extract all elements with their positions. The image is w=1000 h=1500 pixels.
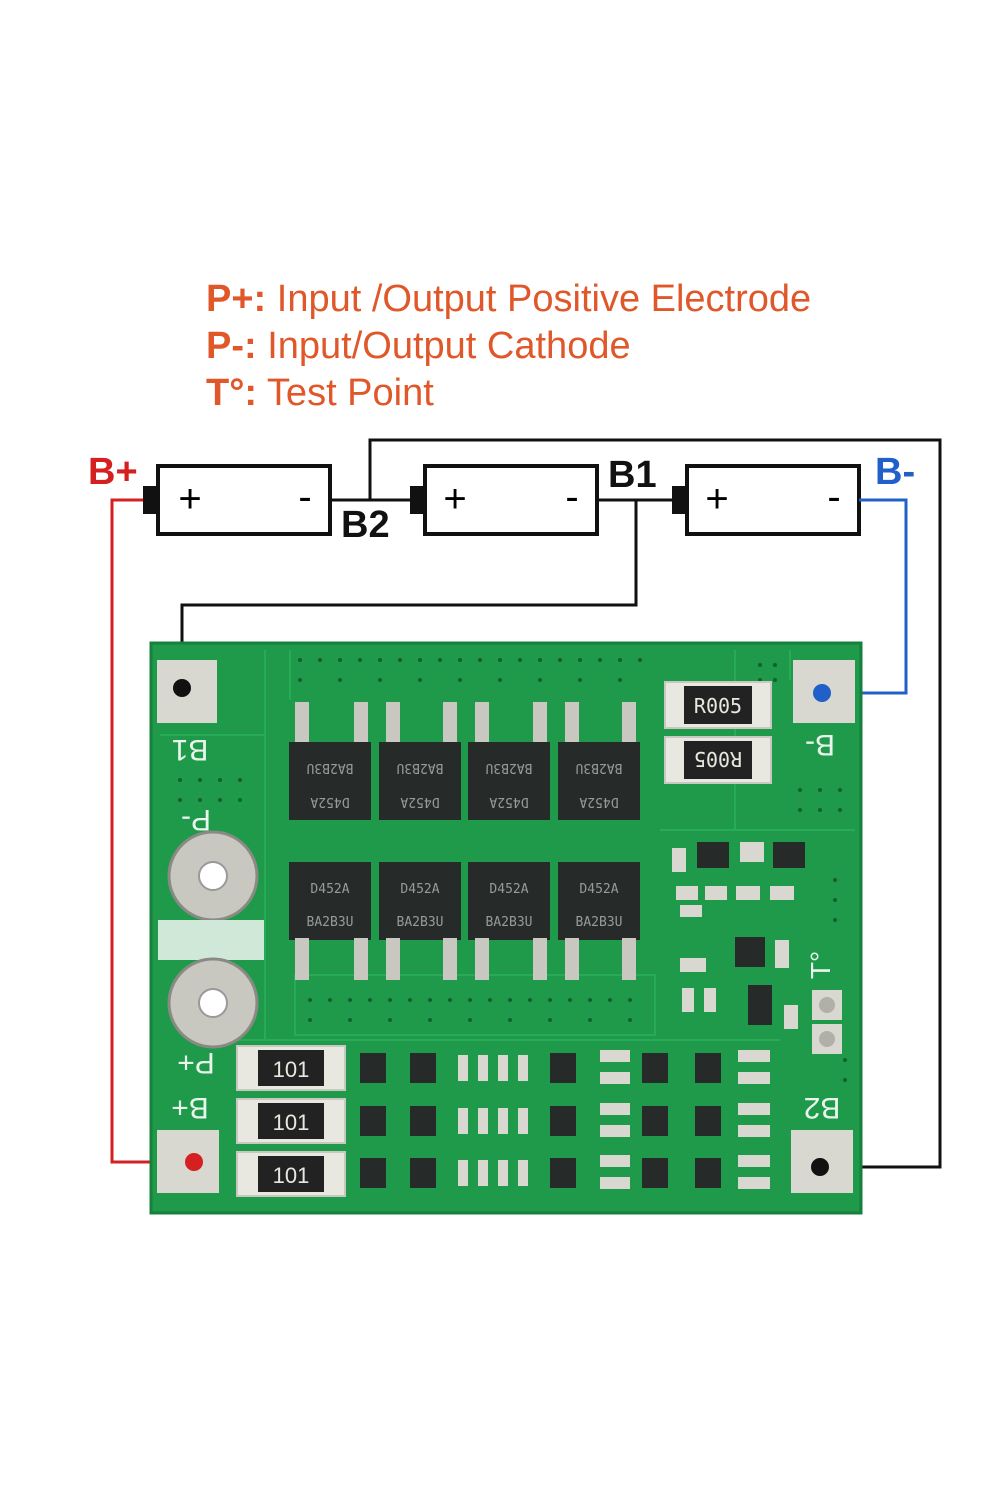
- battery-cell-1: + -: [143, 464, 332, 536]
- legend-key: P+:: [206, 278, 267, 320]
- pcb-traces: [160, 650, 855, 1041]
- resistor-label: 101: [273, 1057, 310, 1082]
- pcb-board: B1 B- P- P+ B+ B2 T° R005 R005 BA2B3U: [149, 641, 863, 1215]
- mosfet-code: BA2B3U: [307, 915, 354, 930]
- mosfet: D452A BA2B3U: [379, 862, 461, 980]
- label-b2: B2: [341, 504, 390, 546]
- mosfet-top-row: BA2B3U D452A BA2B3U D452A BA2B3U D452A B…: [289, 702, 640, 820]
- mosfet: BA2B3U D452A: [379, 702, 461, 820]
- label-b1: B1: [608, 454, 657, 496]
- balance-circuit-row-2: [360, 1103, 770, 1137]
- cell-plus-sign: +: [443, 477, 466, 521]
- legend: P+: Input /Output Positive Electrode P-:…: [206, 276, 811, 417]
- mosfet-code: BA2B3U: [486, 915, 533, 930]
- legend-text: Input/Output Cathode: [256, 325, 631, 367]
- battery-cell-3: + -: [672, 464, 861, 536]
- legend-line-test-point: T°: Test Point: [206, 370, 811, 417]
- mosfet-code: BA2B3U: [397, 760, 444, 775]
- cell-minus-sign: -: [827, 475, 840, 519]
- label-b-minus: B-: [875, 451, 915, 493]
- legend-key: T°:: [206, 372, 258, 414]
- pcb-vias: [178, 658, 847, 1082]
- resistor-101-3: 101: [236, 1151, 346, 1197]
- wire-b2: [368, 438, 942, 1169]
- balance-circuit-row-3: [360, 1155, 770, 1189]
- wire-end-b2: [811, 1158, 829, 1176]
- shunt-resistor-bottom: R005: [664, 736, 772, 784]
- battery-cell-2: + -: [410, 464, 599, 536]
- mosfet-code: BA2B3U: [576, 760, 623, 775]
- mosfet: BA2B3U D452A: [558, 702, 640, 820]
- wire-end-b1: [173, 679, 191, 697]
- mosfet-part: D452A: [400, 794, 439, 809]
- shunt-label: R005: [694, 747, 742, 771]
- silk-test-point: T°: [805, 951, 836, 979]
- resistor-label: 101: [273, 1163, 310, 1188]
- resistor-label: 101: [273, 1110, 310, 1135]
- silk-b-minus: B-: [805, 728, 835, 761]
- mosfet: D452A BA2B3U: [468, 862, 550, 980]
- mosfet: D452A BA2B3U: [289, 862, 371, 980]
- resistor-101-2: 101: [236, 1098, 346, 1144]
- control-ics: [672, 842, 805, 1029]
- wire-end-b-plus: [185, 1153, 203, 1171]
- cell-plus-sign: +: [178, 477, 201, 521]
- mosfet-part: D452A: [489, 882, 528, 897]
- label-b-plus: B+: [88, 451, 138, 493]
- balance-circuit-row-1: [360, 1050, 770, 1084]
- mosfet-part: D452A: [579, 882, 618, 897]
- mosfet-part: D452A: [400, 882, 439, 897]
- mosfet: BA2B3U D452A: [468, 702, 550, 820]
- wire-b-minus: [822, 498, 908, 695]
- mosfet-part: D452A: [310, 882, 349, 897]
- legend-line-p-minus: P-: Input/Output Cathode: [206, 323, 811, 370]
- mosfet-code: BA2B3U: [307, 760, 354, 775]
- mosfet: BA2B3U D452A: [289, 702, 371, 820]
- legend-text: Input /Output Positive Electrode: [266, 278, 812, 320]
- silk-p-plus: P+: [177, 1046, 215, 1079]
- shunt-label: R005: [694, 694, 742, 718]
- mosfet: D452A BA2B3U: [558, 862, 640, 980]
- mosfet-part: D452A: [489, 794, 528, 809]
- cell-plus-sign: +: [705, 477, 728, 521]
- mosfet-code: BA2B3U: [486, 760, 533, 775]
- mosfet-bottom-row: D452A BA2B3U D452A BA2B3U D452A BA2B3U D…: [289, 862, 640, 980]
- shunt-resistor-top: R005: [664, 681, 772, 729]
- silk-b-plus: B+: [171, 1091, 209, 1124]
- silk-b1: B1: [172, 733, 209, 766]
- cell-minus-sign: -: [298, 475, 311, 519]
- mosfet-code: BA2B3U: [576, 915, 623, 930]
- legend-line-p-plus: P+: Input /Output Positive Electrode: [206, 276, 811, 323]
- silk-b2: B2: [804, 1091, 841, 1124]
- mosfet-code: BA2B3U: [397, 915, 444, 930]
- terminal-p-minus: [167, 830, 259, 922]
- cell-minus-sign: -: [565, 475, 578, 519]
- silk-p-minus: P-: [181, 803, 211, 836]
- legend-text: Test Point: [257, 372, 434, 414]
- terminal-p-plus: [167, 957, 259, 1049]
- legend-key: P-:: [206, 325, 257, 367]
- pcb-gap-strip: [158, 920, 264, 960]
- wire-end-b-minus: [813, 684, 831, 702]
- mosfet-part: D452A: [579, 794, 618, 809]
- resistor-101-1: 101: [236, 1045, 346, 1091]
- mosfet-part: D452A: [310, 794, 349, 809]
